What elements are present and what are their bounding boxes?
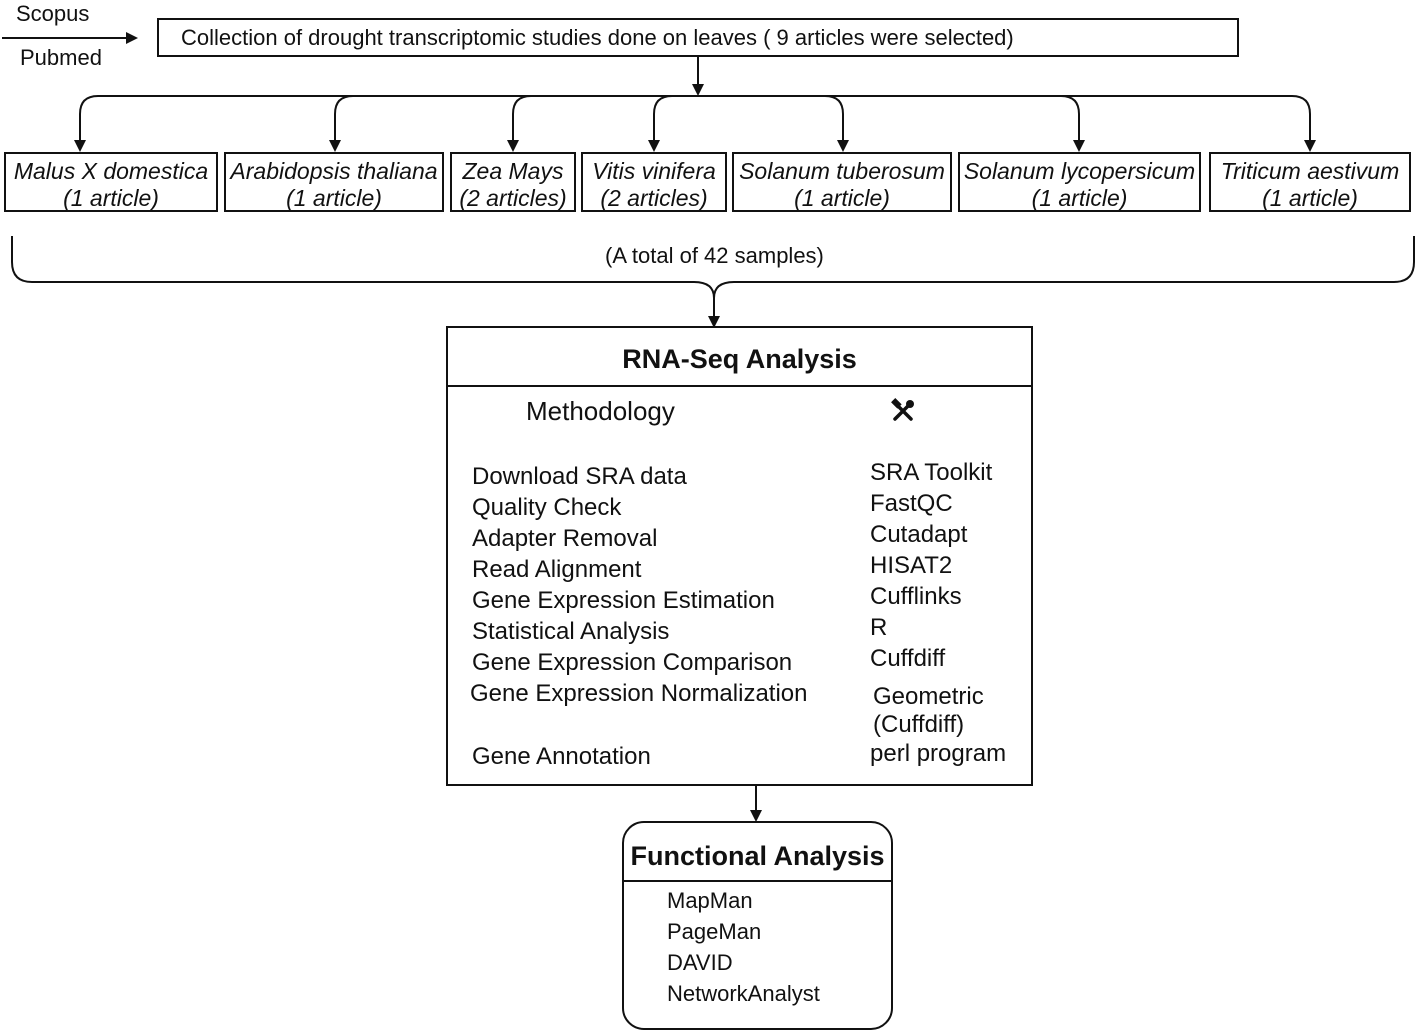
rnaseq-box: RNA-Seq Analysis Methodology Download SR… [446, 326, 1033, 786]
method-item: Read Alignment [472, 556, 642, 583]
tool-item: perl program [870, 740, 1007, 767]
bracket-arrow-5 [824, 95, 843, 150]
species-name: Malus X domestica [13, 158, 209, 184]
method-item: Gene Annotation [472, 743, 651, 770]
bracket-arrow-3 [513, 95, 532, 150]
methodology-header: Methodology [526, 396, 675, 426]
bracket-arrow-2 [335, 95, 354, 150]
species-name: Solanum tuberosum [739, 158, 945, 184]
method-item: Gene Expression Estimation [472, 587, 775, 614]
tool-item: Cutadapt [870, 521, 968, 548]
method-item: Adapter Removal [472, 525, 658, 552]
tool-item: R [870, 614, 888, 641]
method-item: Statistical Analysis [472, 618, 670, 645]
species-box-malus: Malus X domestica (1 article) [4, 152, 218, 212]
species-bracket [79, 95, 1316, 152]
functional-title: Functional Analysis [630, 841, 885, 871]
species-box-zea: Zea Mays (2 articles) [450, 152, 576, 212]
bracket-arrow-4 [654, 95, 673, 150]
method-item: Gene Expression Normalization [470, 680, 808, 707]
species-name: Triticum aestivum [1220, 158, 1400, 184]
functional-title-divider [624, 880, 891, 882]
species-name: Zea Mays [462, 158, 564, 184]
rnaseq-title-divider [448, 385, 1031, 387]
functional-item: PageMan [667, 919, 762, 944]
tool-item: SRA Toolkit [870, 459, 993, 486]
method-item: Gene Expression Comparison [472, 649, 793, 676]
functional-item: NetworkAnalyst [667, 981, 820, 1006]
species-count: (1 article) [794, 185, 890, 211]
species-name: Arabidopsis thaliana [230, 158, 438, 184]
species-name: Solanum lycopersicum [963, 158, 1196, 184]
source-scopus: Scopus [16, 1, 90, 26]
collection-box: Collection of drought transcriptomic stu… [157, 18, 1239, 57]
bracket-arrow-6 [1060, 95, 1079, 150]
tool-item: FastQC [870, 490, 953, 517]
species-box-triticum: Triticum aestivum (1 article) [1209, 152, 1411, 212]
species-count: (2 articles) [600, 185, 708, 211]
collection-text: Collection of drought transcriptomic stu… [181, 25, 1014, 50]
species-box-solanum-tuberosum: Solanum tuberosum (1 article) [732, 152, 952, 212]
source-pubmed: Pubmed [20, 45, 102, 70]
species-name: Vitis vinifera [592, 158, 716, 184]
species-count: (1 article) [1262, 185, 1358, 211]
tools-icon [890, 398, 916, 424]
functional-box: Functional Analysis MapMan PageMan DAVID… [622, 821, 893, 1030]
species-count: (1 article) [63, 185, 159, 211]
functional-item: MapMan [667, 888, 753, 913]
species-count: (1 article) [1031, 185, 1128, 211]
species-box-arabidopsis: Arabidopsis thaliana (1 article) [224, 152, 444, 212]
tool-item: HISAT2 [870, 552, 953, 579]
total-samples-label: (A total of 42 samples) [605, 243, 824, 268]
method-item: Quality Check [472, 494, 622, 521]
tool-item: Geometric (Cuffdiff) [873, 683, 984, 738]
tool-item: Cuffdiff [870, 645, 946, 672]
rnaseq-title: RNA-Seq Analysis [622, 344, 857, 374]
functional-item: DAVID [667, 950, 733, 975]
species-box-vitis: Vitis vinifera (2 articles) [581, 152, 727, 212]
species-box-solanum-lycopersicum: Solanum lycopersicum (1 article) [958, 152, 1201, 212]
method-item: Download SRA data [472, 463, 687, 490]
species-count: (1 article) [286, 185, 382, 211]
tool-item: Cufflinks [870, 583, 962, 610]
species-count: (2 articles) [459, 185, 567, 211]
